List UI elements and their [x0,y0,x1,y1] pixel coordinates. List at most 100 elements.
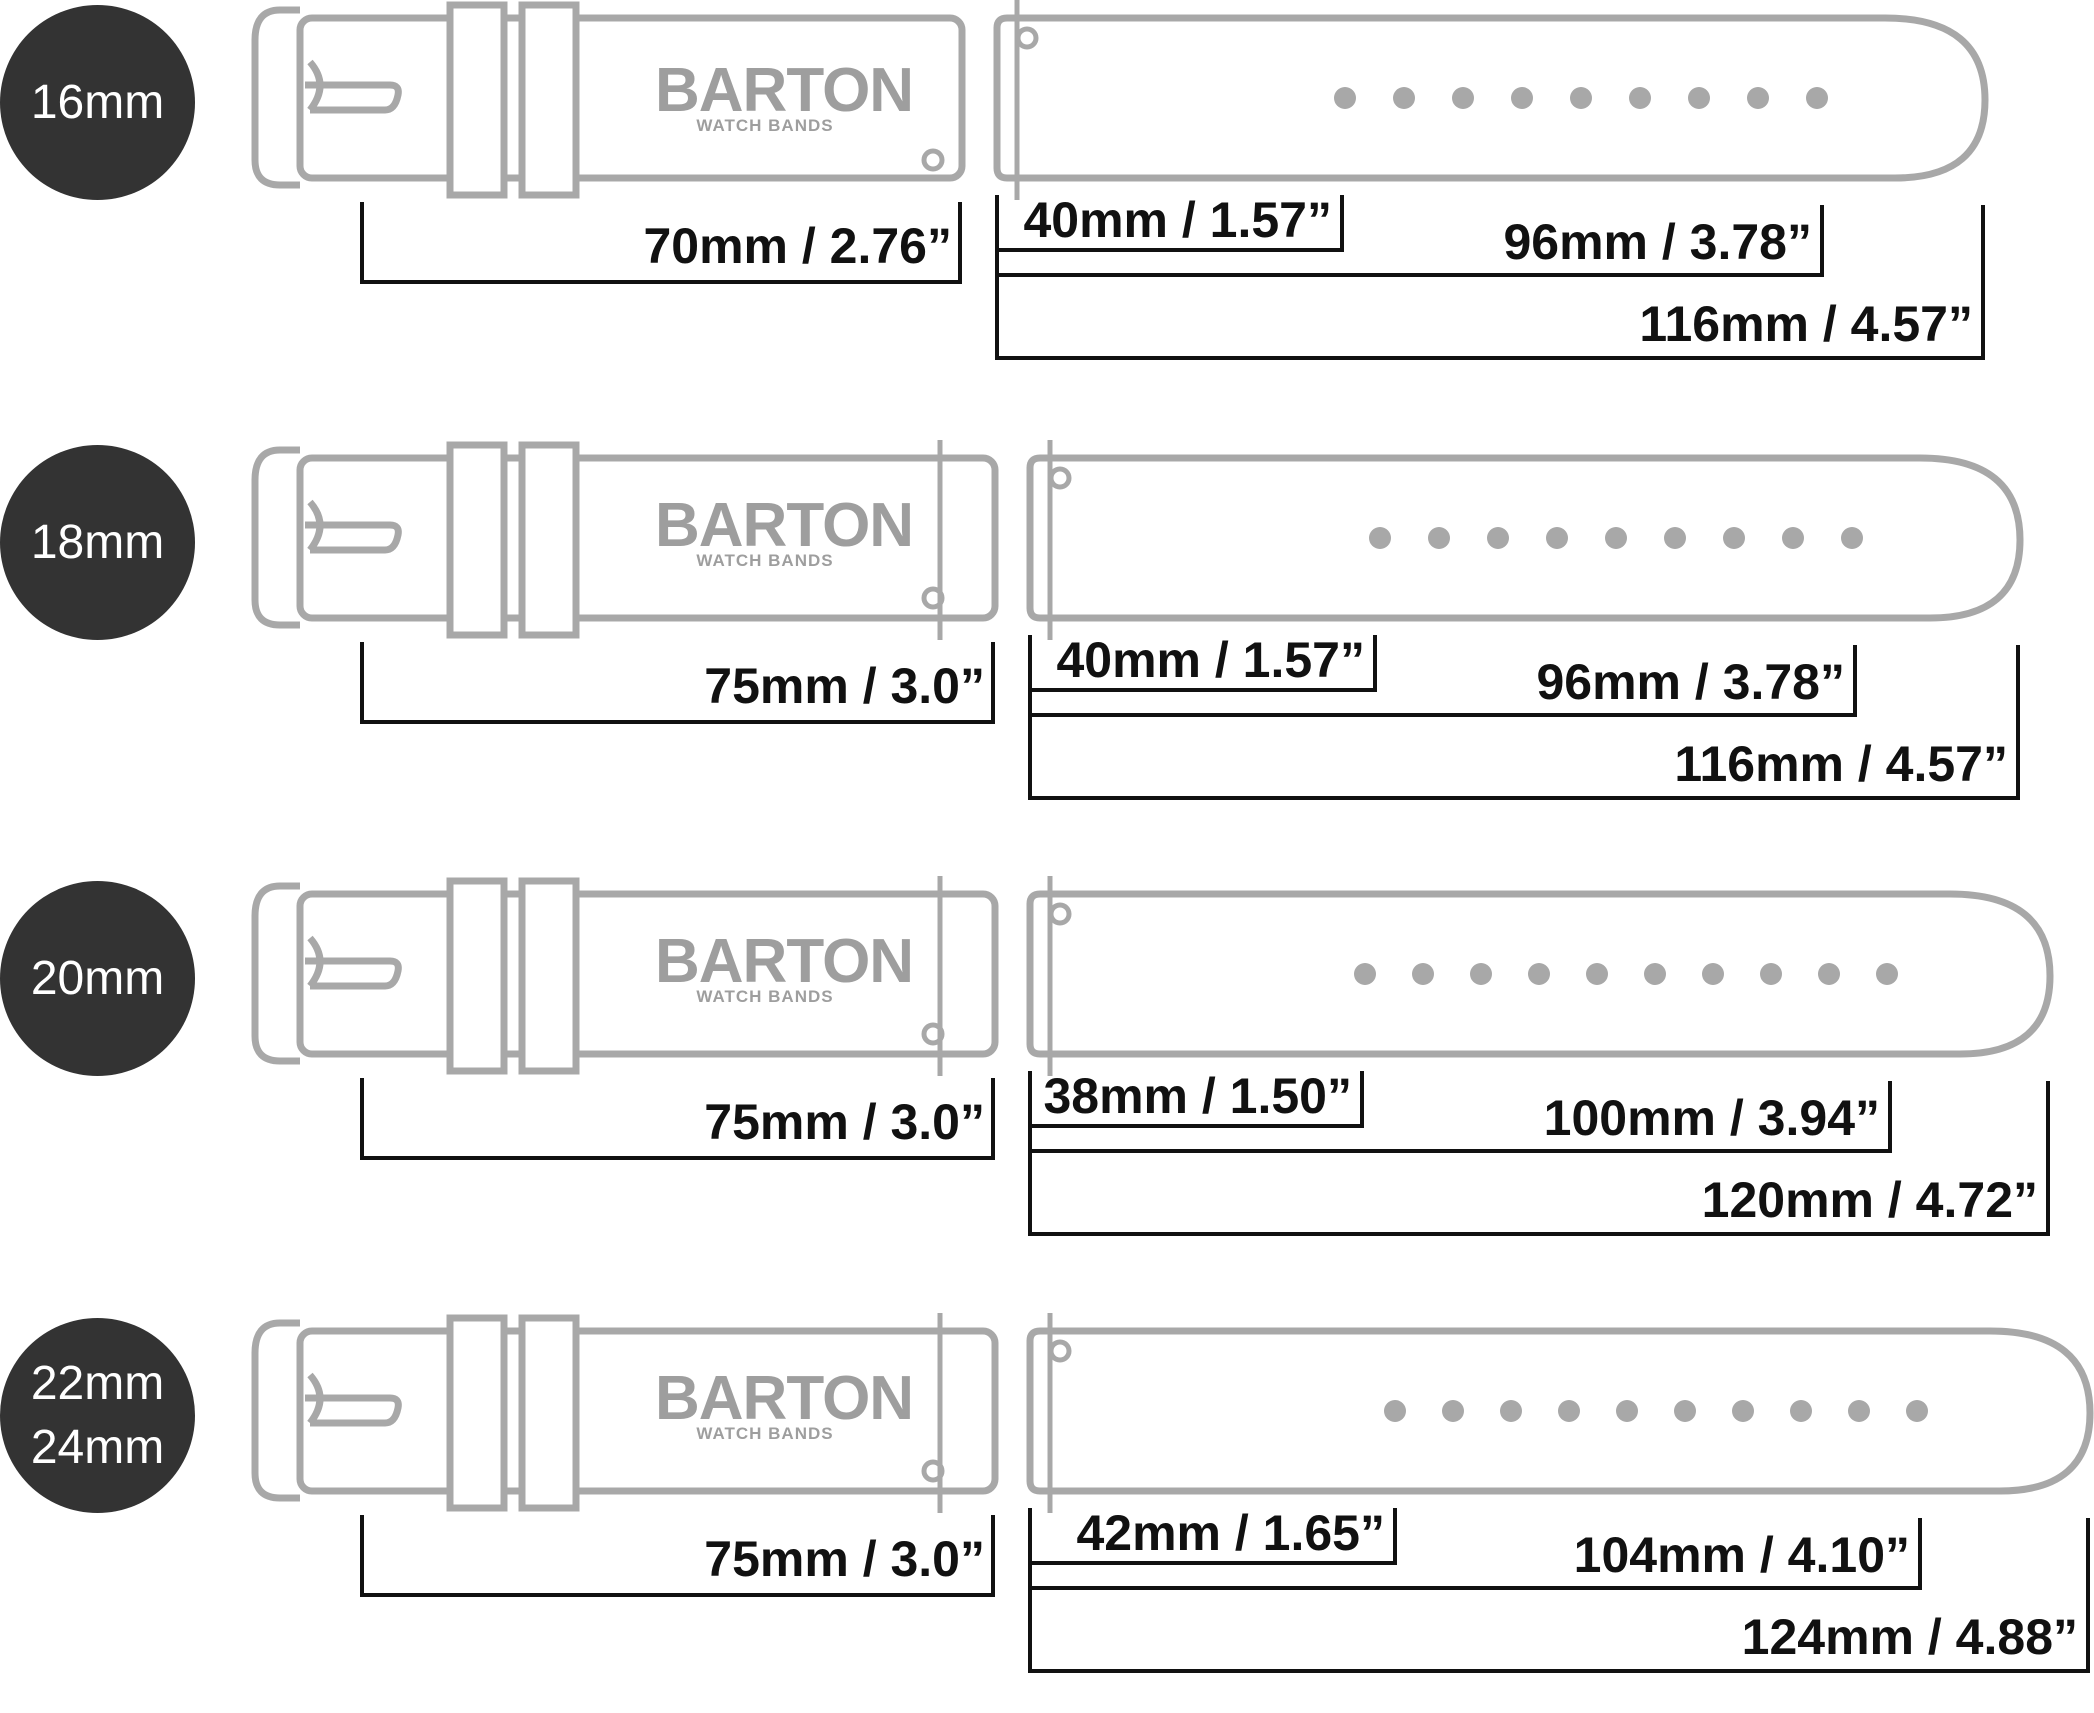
spring-bar-pin-icon [1015,26,1039,50]
keeper-loop [518,1,580,199]
strap-drawing [251,440,2024,800]
strap-hole [1644,963,1666,985]
tail-strap-outline [1026,1327,2094,1495]
buckle-side-length-label: 75mm / 3.0” [704,658,985,714]
strap-hole [1369,527,1391,549]
brand-logo-wordmark: BARTON [655,1364,914,1433]
dimension-line-buckle-side [360,642,995,724]
last-hole-distance-label: 96mm / 3.78” [1536,654,1845,710]
strap-hole [1674,1400,1696,1422]
tail-strap-outline [1026,890,2054,1058]
first-hole-distance-label: 40mm / 1.57” [1023,192,1332,248]
strap-hole [1558,1400,1580,1422]
buckle-prong [305,59,402,114]
buckle-strap-outline [296,1327,999,1495]
strap-hole [1470,963,1492,985]
size-badge: 18mm [0,445,195,640]
spring-bar-pin-icon [921,148,945,172]
dimension-line-buckle-side [360,1078,995,1160]
buckle-frame [251,6,300,189]
buckle-strap-outline [296,454,999,622]
last-hole-distance-label: 100mm / 3.94” [1543,1090,1880,1146]
size-badge-label: 22mm [30,1356,165,1410]
tail-strap-outline [993,14,1989,182]
strap-hole [1723,527,1745,549]
strap-hole [1790,1400,1812,1422]
strap-hole [1760,963,1782,985]
size-badge: 20mm [0,881,195,1076]
strap-hole [1629,87,1651,109]
last-hole-distance-label: 104mm / 4.10” [1573,1527,1910,1583]
keeper-loop [446,441,508,639]
brand-logo-tagline: WATCH BANDS [696,116,834,135]
keeper-loop [518,1314,580,1512]
buckle-side-length-label: 70mm / 2.76” [643,218,952,274]
buckle-prong [305,1372,402,1427]
buckle-strap-outline [296,890,999,1058]
strap-hole [1848,1400,1870,1422]
dimension-line-buckle-side [360,202,962,284]
brand-logo-wordmark: BARTON [655,56,914,125]
tail-length-label: 116mm / 4.57” [1639,296,1973,352]
buckle-strap-outline [296,14,966,182]
strap-hole [1428,527,1450,549]
buckle-frame [251,446,300,629]
strap-hole [1688,87,1710,109]
keeper-loop [446,877,508,1075]
size-badge: 16mm [0,5,195,200]
strap-hole [1442,1400,1464,1422]
tail-length-label: 124mm / 4.88” [1741,1609,2078,1665]
size-badge-label: 16mm [30,75,165,129]
buckle-prong [305,499,402,554]
strap-row-16mm: 16mm 70mm / 2.76” 40mm / 1.57” 96mm / 3.78”… [0,0,2094,400]
brand-logo-wordmark: BARTON [655,927,914,996]
brand-logo-wordmark: BARTON [655,491,914,560]
buckle-prong [305,935,402,990]
size-badge-label: 18mm [30,515,165,569]
strap-drawing [251,1313,2094,1673]
last-hole-distance-label: 96mm / 3.78” [1503,214,1812,270]
size-badge: 22mm 24mm [0,1318,195,1513]
strap-hole [1806,87,1828,109]
strap-hole [1528,963,1550,985]
strap-hole [1664,527,1686,549]
strap-hole [1605,527,1627,549]
strap-hole [1906,1400,1928,1422]
spring-bar-pin-icon [1048,1339,1072,1363]
strap-hole [1702,963,1724,985]
dimension-line-tail-length [1028,1518,2090,1673]
tail-length-label: 116mm / 4.57” [1674,736,2008,792]
strap-hole [1782,527,1804,549]
watch-band-size-diagram: 16mm 70mm / 2.76” 40mm / 1.57” 96mm / 3.78”… [0,0,2094,1673]
strap-hole [1818,963,1840,985]
strap-hole [1570,87,1592,109]
strap-hole [1747,87,1769,109]
first-hole-distance-label: 38mm / 1.50” [1043,1068,1352,1124]
buckle-frame [251,882,300,1065]
strap-hole [1732,1400,1754,1422]
keeper-loop [446,1,508,199]
keeper-loop [518,441,580,639]
dimension-line-buckle-side [360,1515,995,1597]
brand-logo-tagline: WATCH BANDS [696,987,834,1006]
size-badge-label: 20mm [30,951,165,1005]
strap-hole [1616,1400,1638,1422]
strap-hole [1393,87,1415,109]
strap-hole [1412,963,1434,985]
strap-drawing [251,0,1989,360]
keeper-loop [518,877,580,1075]
dimension-line-tail-length [1028,1081,2050,1236]
strap-hole [1500,1400,1522,1422]
spring-bar-pin-icon [1048,466,1072,490]
strap-hole [1354,963,1376,985]
tail-length-label: 120mm / 4.72” [1701,1172,2038,1228]
buckle-side-length-label: 75mm / 3.0” [704,1531,985,1587]
dimension-line-tail-length [1028,645,2020,800]
buckle-frame [251,1319,300,1502]
strap-hole [1487,527,1509,549]
size-badge-label: 24mm [30,1420,165,1474]
buckle-side-length-label: 75mm / 3.0” [704,1094,985,1150]
spring-bar-pin-icon [1048,902,1072,926]
